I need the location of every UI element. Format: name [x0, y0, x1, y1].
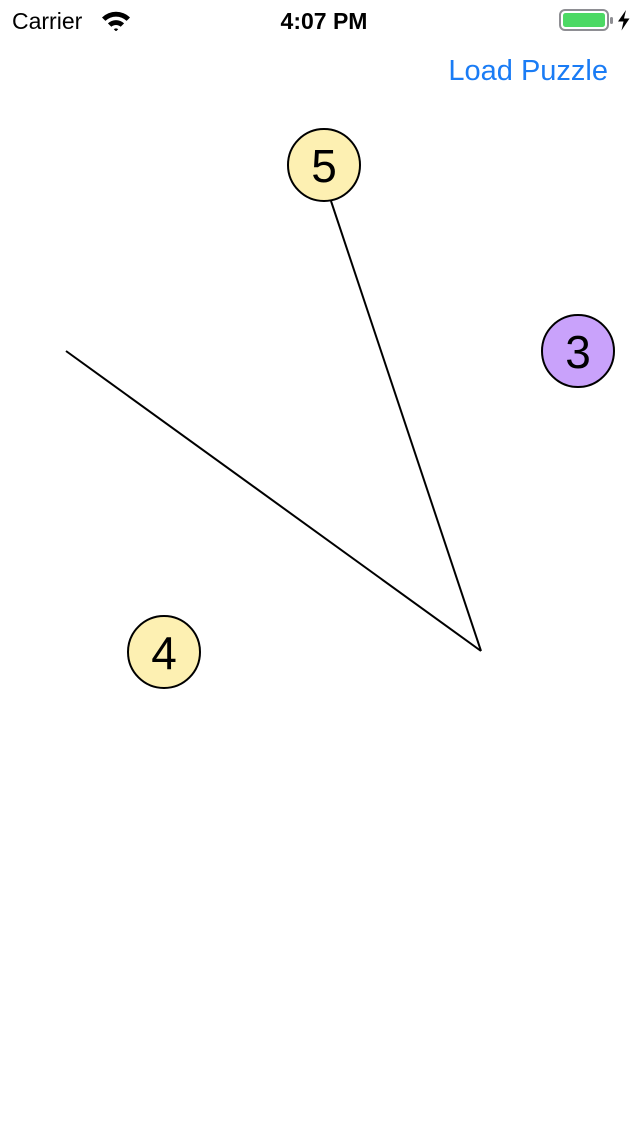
carrier-label: Carrier [12, 8, 83, 34]
charging-bolt-icon [618, 10, 630, 31]
nav-bar: Load Puzzle [0, 40, 640, 104]
clock-time: 4:07 PM [280, 8, 368, 34]
node-label: 4 [151, 627, 177, 679]
puzzle-node[interactable]: 3 [541, 314, 615, 388]
puzzle-node[interactable]: 4 [127, 615, 201, 689]
load-puzzle-button[interactable]: Load Puzzle [448, 55, 608, 87]
battery-icon [559, 9, 630, 31]
node-label: 3 [565, 326, 591, 378]
puzzle-node[interactable]: 5 [287, 128, 361, 202]
connection-line [330, 200, 482, 652]
status-bar: Carrier 4:07 PM [0, 0, 640, 40]
node-label: 5 [311, 140, 337, 192]
connection-line [65, 350, 482, 652]
wifi-icon [102, 11, 130, 31]
